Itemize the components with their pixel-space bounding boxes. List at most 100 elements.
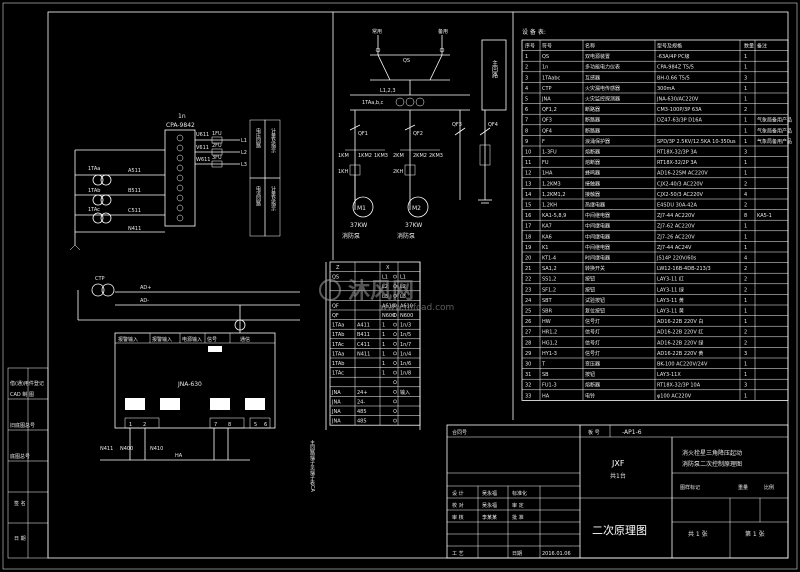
table-cell: 1 (744, 54, 747, 60)
table-cell: 1 (744, 128, 747, 134)
a-label-1: A511 (128, 168, 141, 174)
table-cell: 6 (525, 107, 528, 113)
table-cell: 30 (525, 362, 531, 368)
bus-label: L1,2,3 (380, 88, 396, 94)
table-cell: 12 (525, 171, 531, 177)
table-cell: T (541, 362, 546, 368)
table-cell: ZJ7-44 AC220V (657, 213, 695, 219)
table-cell: 31 (525, 372, 531, 378)
table-cell: 断路器 (585, 106, 600, 113)
table-cell: 浪涌保护器 (585, 138, 610, 145)
strip-cell: QS (332, 275, 339, 281)
table-cell: 2 (744, 277, 747, 283)
table-cell: LAY3-11X (657, 372, 681, 378)
table-cell: 1 (744, 372, 747, 378)
ad-plus-label: AD+ (140, 285, 151, 291)
left-strip-row-1: 借(通)用件登记 (10, 380, 44, 387)
motor-m2-power: 37KW (405, 222, 422, 229)
table-cell: KT1-4 (542, 256, 556, 262)
table-cell: HW (542, 319, 551, 325)
strip-cell: L2 (400, 284, 406, 290)
jna-header-4: 信号 (207, 336, 217, 343)
strip-cell: 1n/6 (400, 361, 411, 367)
table-cell: 23 (525, 287, 531, 293)
role-check: 校 对 (452, 502, 464, 509)
table-cell: SPD/3P 2.5KV/12.5KA 10-350us (657, 139, 736, 145)
strip-cell: A610 (382, 303, 395, 309)
table-header: 名称 (585, 43, 595, 50)
strip-cell: 1 (382, 361, 385, 367)
table-cell: 熔断器 (585, 159, 600, 166)
strip-cell: 485 (357, 409, 367, 415)
source-label-1: 常用 (372, 28, 382, 35)
table-cell: 气象局备用产品 (757, 138, 792, 145)
inner-frame (47, 11, 789, 559)
sheet-no-label: 板 号 (588, 429, 600, 436)
strip-cell: 输入 (400, 389, 410, 396)
strip-cell: 1n/5 (400, 332, 411, 338)
table-cell: CPA-984Z T5/5 (657, 65, 694, 71)
side-code-3: W611 (196, 157, 211, 163)
table-cell: BK-100 AC220V/24V (657, 362, 708, 368)
role-process: 工 艺 (452, 551, 464, 557)
table-header: 符号 (542, 43, 552, 50)
table-cell: HY1-3 (542, 351, 557, 357)
strip-cell: N600 (400, 313, 413, 319)
strip-cell: 1TAa (332, 351, 344, 357)
lead-label-4: HA (175, 453, 183, 459)
table-header: 序号 (525, 43, 535, 50)
table-cell: 2 (744, 107, 747, 113)
table-cell: 1 (744, 118, 747, 124)
stage-label: 图样标记 (680, 484, 700, 491)
table-cell: 1,2KM1,2 (542, 192, 566, 198)
table-cell: 熔断器 (585, 149, 600, 156)
motor-m1-name: M1 (357, 205, 366, 212)
strip-cell: 1 (382, 342, 385, 348)
strip-cell: 1n/7 (400, 342, 411, 348)
table-cell: 28 (525, 340, 531, 346)
table-cell: 双电源装置 (585, 53, 610, 60)
table-cell: HG1,2 (542, 340, 558, 346)
table-cell: 中间继电器 (585, 212, 610, 219)
table-cell: 转换开关 (585, 265, 605, 272)
motor-m2-use: 消防泵 (397, 232, 415, 240)
table-cell: 时间继电器 (585, 255, 610, 262)
sign-b-1: 标准化 (512, 490, 527, 497)
left-strip: 借(通)用件登记 CAD 制 图 旧底图总号 底图总号 签 名 日 期 (7, 367, 49, 559)
ctp-sensor (91, 283, 105, 297)
table-cell: 信号灯 (585, 339, 600, 346)
table-cell: 1 (525, 54, 528, 60)
strip-cell: B411 (357, 332, 370, 338)
module-1n-title: 1n (178, 113, 186, 120)
drawing-date: 2016.01.06 (542, 551, 571, 557)
table-cell: 复位按钮 (585, 308, 605, 315)
strip-cell: 1TAc (332, 342, 344, 348)
table-cell: QF4 (542, 128, 552, 134)
table-header: 数量 (744, 43, 754, 50)
left-strip-row-5: 签 名 (14, 500, 26, 507)
strip-cell: 1n/3 (400, 323, 411, 329)
description-line-2: 消防泵二次控制原理图 (682, 460, 742, 468)
sign-b-4: 日期 (512, 551, 522, 557)
table-cell: HA (542, 393, 550, 399)
table-cell: 8 (525, 128, 528, 134)
table-cell: 15 (525, 203, 531, 209)
motor-m1-power: 37KW (350, 222, 367, 229)
weight-label: 重量 (738, 484, 748, 491)
table-cell: 2 (744, 266, 747, 272)
box-label-2: 计量及指示 (270, 127, 276, 153)
strip-cell: N411 (357, 351, 370, 357)
table-cell: JNA (541, 97, 551, 103)
table-cell: 中间继电器 (585, 233, 610, 240)
left-strip-row-6: 日 期 (14, 536, 26, 542)
table-cell: 熔断器 (585, 382, 600, 389)
table-cell: 18 (525, 234, 531, 240)
fuse-label-2: 2FU (212, 143, 222, 149)
table-cell: 29 (525, 351, 531, 357)
left-strip-row-4: 底图总号 (10, 453, 30, 460)
table-cell: 蜂鸣器 (585, 170, 600, 177)
sign-a-1: 吴永福 (482, 490, 497, 497)
table-cell: 信号灯 (585, 318, 600, 325)
